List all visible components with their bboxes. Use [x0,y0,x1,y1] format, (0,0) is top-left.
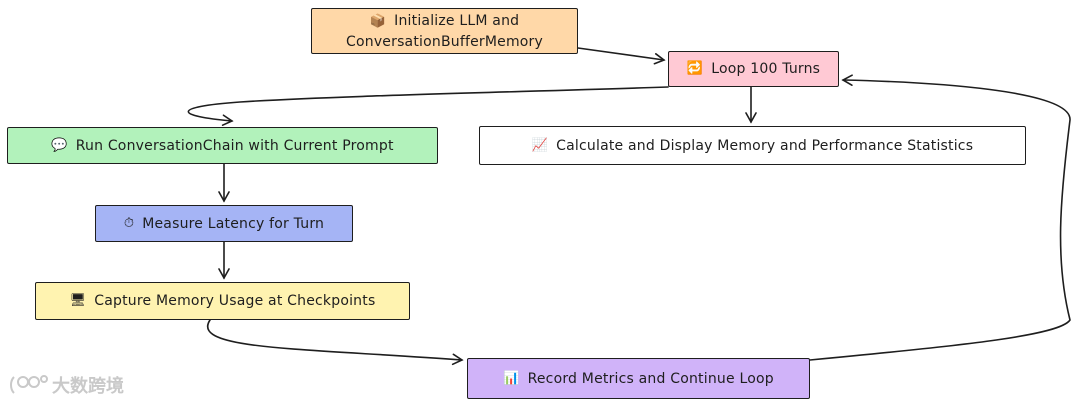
desktop-computer-icon: 🖥 [69,293,87,308]
stopwatch-icon: ⏱ [123,215,135,231]
node-run-conversation-chain-label: Run ConversationChain with Current Promp… [75,137,394,154]
bar-chart-icon: 📊 [503,370,520,386]
package-icon: 📦 [369,13,387,29]
node-capture-memory-label: Capture Memory Usage at Checkpoints [94,293,376,309]
edge-loop-to-run [187,86,669,126]
node-capture-memory: 🖥 Capture Memory Usage at Checkpoints [35,282,410,320]
speech-bubble-icon: 💬 [51,137,68,153]
node-initialize-llm: 📦 Initialize LLM and ConversationBufferMe… [311,8,578,54]
node-loop-turns: 🔁 Loop 100 Turns [668,51,839,87]
node-record-metrics-label: Record Metrics and Continue Loop [527,370,774,387]
edge-record-to-loop [809,74,1071,361]
node-calculate-statistics: 📈 Calculate and Display Memory and Perfo… [479,126,1026,165]
node-calculate-statistics-label: Calculate and Display Memory and Perform… [556,137,974,154]
node-run-conversation-chain: 💬 Run ConversationChain with Current Pro… [7,127,438,164]
watermark: 大数跨境 [8,372,124,398]
watermark-logo-icon [10,375,48,394]
node-record-metrics: 📊 Record Metrics and Continue Loop [467,358,810,399]
node-measure-latency-label: Measure Latency for Turn [142,215,325,232]
edge-capture-to-record [207,319,464,366]
edge-init-to-loop [577,47,666,65]
node-loop-turns-label: Loop 100 Turns [711,61,821,77]
watermark-text: 大数跨境 [52,376,124,397]
chart-increasing-icon: 📈 [531,137,549,153]
node-initialize-llm-label-line2: ConversationBufferMemory [346,33,543,50]
node-initialize-llm-label-line1: Initialize LLM and [394,12,520,29]
node-measure-latency: ⏱ Measure Latency for Turn [95,205,353,242]
repeat-icon: 🔁 [686,61,704,76]
